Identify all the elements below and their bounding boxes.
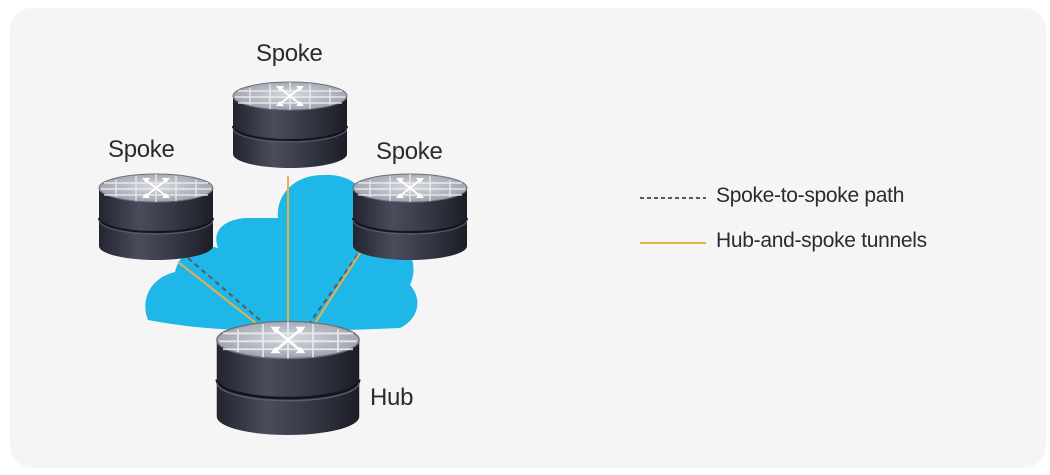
wan-cloud (145, 174, 418, 331)
hub-and-spoke-tunnels (177, 176, 363, 335)
spoke-to-spoke-paths (187, 239, 369, 335)
router-hub-icon (215, 320, 361, 437)
tunnel-right (307, 249, 363, 335)
tunnel-left (177, 261, 271, 335)
spoke-top-label: Spoke (256, 40, 323, 67)
dashed-path-left (187, 257, 277, 335)
legend-dashed-label: Spoke-to-spoke path (716, 184, 905, 207)
router-spoke-left-icon (98, 173, 214, 261)
dashed-path-right (301, 239, 369, 335)
router-spoke-top-icon (232, 81, 348, 169)
spoke-right-label: Spoke (376, 138, 443, 165)
hub-label: Hub (370, 384, 414, 411)
router-spoke-right-icon (352, 173, 468, 261)
spoke-left-label: Spoke (108, 136, 175, 163)
legend-solid-label: Hub-and-spoke tunnels (716, 229, 927, 252)
